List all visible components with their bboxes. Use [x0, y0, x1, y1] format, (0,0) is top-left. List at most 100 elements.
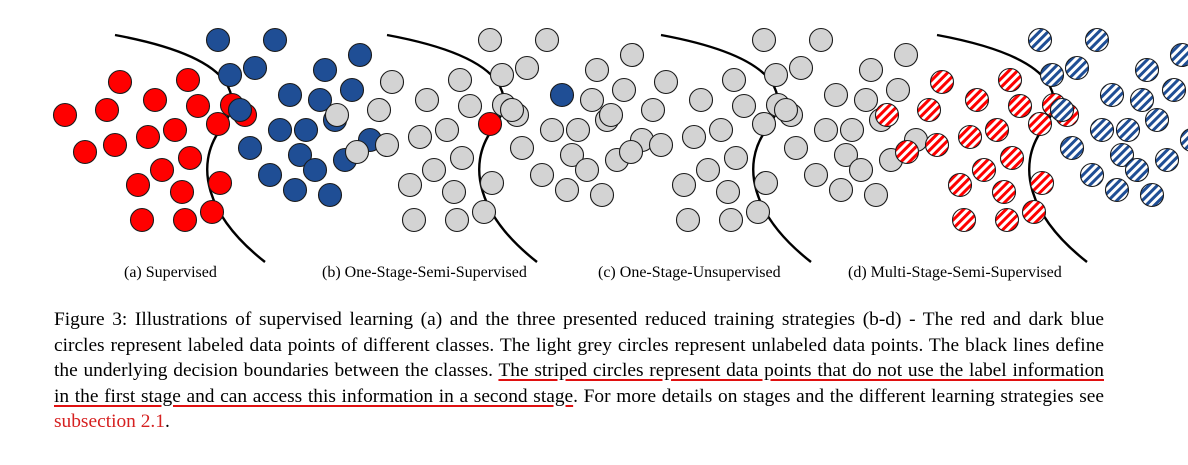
- unlabeled-point: [554, 177, 580, 203]
- striped-point-blue: [1161, 77, 1187, 103]
- unlabeled-point: [457, 93, 483, 119]
- striped-point-blue: [1079, 162, 1105, 188]
- unlabeled-point: [745, 199, 771, 225]
- labeled-point-red: [477, 111, 503, 137]
- labeled-point-blue: [347, 42, 373, 68]
- unlabeled-point: [708, 117, 734, 143]
- unlabeled-point: [447, 67, 473, 93]
- unlabeled-point: [414, 87, 440, 113]
- unlabeled-point: [885, 77, 911, 103]
- unlabeled-point: [828, 177, 854, 203]
- unlabeled-point: [695, 157, 721, 183]
- labeled-point-red: [205, 111, 231, 137]
- labeled-point-blue: [287, 142, 313, 168]
- striped-point-blue: [1027, 27, 1053, 53]
- unlabeled-point: [853, 87, 879, 113]
- unlabeled-point: [514, 55, 540, 81]
- striped-point-red: [916, 97, 942, 123]
- unlabeled-point: [839, 117, 865, 143]
- striped-point-blue: [1099, 82, 1125, 108]
- unlabeled-point: [449, 145, 475, 171]
- labeled-point-blue: [205, 27, 231, 53]
- unlabeled-point: [648, 132, 674, 158]
- unlabeled-point: [813, 117, 839, 143]
- striped-point-red: [874, 102, 900, 128]
- labeled-point-red: [177, 145, 203, 171]
- subsection-link[interactable]: subsection 2.1: [54, 411, 165, 432]
- labeled-point-red: [172, 207, 198, 233]
- striped-point-red: [997, 67, 1023, 93]
- labeled-point-red: [102, 132, 128, 158]
- unlabeled-point: [489, 62, 515, 88]
- striped-point-red: [924, 132, 950, 158]
- unlabeled-point: [731, 93, 757, 119]
- striped-point-blue: [1154, 147, 1180, 173]
- subcaption-d: (d) Multi-Stage-Semi-Supervised: [848, 264, 1062, 281]
- labeled-point-blue: [257, 162, 283, 188]
- unlabeled-point: [366, 97, 392, 123]
- unlabeled-point: [653, 69, 679, 95]
- labeled-point-red: [185, 93, 211, 119]
- striped-point-blue: [1049, 97, 1075, 123]
- labeled-point-red: [72, 139, 98, 165]
- unlabeled-point: [559, 142, 585, 168]
- striped-point-red: [994, 207, 1020, 233]
- figure-illustration: [52, 27, 1188, 263]
- striped-point-blue: [1115, 117, 1141, 143]
- unlabeled-point: [751, 27, 777, 53]
- unlabeled-point: [863, 182, 889, 208]
- striped-point-red: [971, 157, 997, 183]
- unlabeled-point: [808, 27, 834, 53]
- labeled-point-blue: [277, 82, 303, 108]
- unlabeled-point: [477, 27, 503, 53]
- unlabeled-point: [848, 157, 874, 183]
- unlabeled-point: [324, 102, 350, 128]
- unlabeled-point: [434, 117, 460, 143]
- unlabeled-point: [688, 87, 714, 113]
- caption-lead: Figure 3: Illustrations of supervised le…: [54, 309, 1104, 381]
- striped-point-red: [894, 139, 920, 165]
- caption-end: .: [164, 411, 170, 432]
- striped-point-blue: [1104, 177, 1130, 203]
- unlabeled-point: [534, 27, 560, 53]
- striped-point-blue: [1059, 135, 1085, 161]
- striped-point-red: [1027, 111, 1053, 137]
- unlabeled-point: [397, 172, 423, 198]
- labeled-point-blue: [267, 117, 293, 143]
- unlabeled-point: [858, 57, 884, 83]
- unlabeled-point: [379, 69, 405, 95]
- unlabeled-point: [598, 102, 624, 128]
- striped-point-blue: [1144, 107, 1170, 133]
- unlabeled-point: [441, 179, 467, 205]
- unlabeled-point: [823, 82, 849, 108]
- labeled-point-red: [125, 172, 151, 198]
- labeled-point-red: [142, 87, 168, 113]
- striped-point-red: [957, 124, 983, 150]
- subcaption-c: (c) One-Stage-Unsupervised: [598, 264, 781, 281]
- striped-point-red: [964, 87, 990, 113]
- subcaption-b: (b) One-Stage-Semi-Supervised: [322, 264, 527, 281]
- unlabeled-point: [675, 207, 701, 233]
- labeled-point-blue: [262, 27, 288, 53]
- labeled-point-blue: [217, 62, 243, 88]
- caption-underlined: The striped circles represent data point…: [54, 360, 1104, 407]
- unlabeled-point: [751, 111, 777, 137]
- unlabeled-point: [721, 67, 747, 93]
- labeled-point-red: [169, 179, 195, 205]
- labeled-point-red: [175, 67, 201, 93]
- labeled-point-blue: [302, 157, 328, 183]
- unlabeled-point: [671, 172, 697, 198]
- unlabeled-point: [584, 57, 610, 83]
- unlabeled-point: [763, 62, 789, 88]
- labeled-point-red: [149, 157, 175, 183]
- unlabeled-point: [444, 207, 470, 233]
- caption-after: . For more details on stages and the dif…: [573, 385, 1104, 407]
- unlabeled-point: [344, 139, 370, 165]
- unlabeled-point: [565, 117, 591, 143]
- unlabeled-point: [407, 124, 433, 150]
- labeled-point-blue: [317, 182, 343, 208]
- labeled-point-blue: [339, 77, 365, 103]
- striped-point-red: [929, 69, 955, 95]
- striped-point-red: [1007, 93, 1033, 119]
- unlabeled-point: [893, 42, 919, 68]
